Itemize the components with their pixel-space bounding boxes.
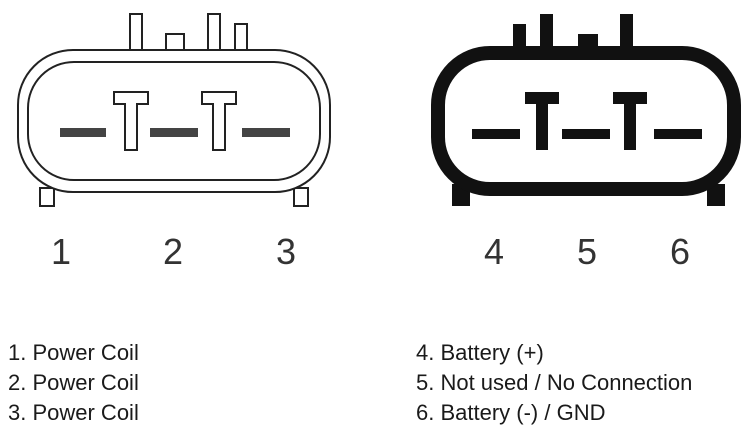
- legend-item-2: 2. Power Coil: [8, 370, 139, 395]
- right-terminal-t-1: [525, 92, 559, 150]
- left-top-tab-3: [207, 13, 221, 51]
- left-housing-inner: [27, 61, 321, 181]
- left-bar-3: [242, 128, 290, 137]
- legend-item-4: 4. Battery (+): [416, 340, 544, 365]
- legend-item-6: 6. Battery (-) / GND: [416, 400, 606, 425]
- right-connector: [431, 14, 741, 206]
- left-terminal-t-1: [113, 91, 149, 151]
- left-connector: [17, 13, 331, 207]
- legend-item-5: 5. Not used / No Connection: [416, 370, 693, 395]
- left-foot-right: [293, 187, 309, 207]
- legend-item-3: 3. Power Coil: [8, 400, 139, 425]
- right-terminal-t-2: [613, 92, 647, 150]
- right-housing: [431, 46, 741, 196]
- pin-number-4: 4: [483, 231, 505, 272]
- right-top-tab-4: [620, 14, 633, 52]
- legend-left: 1. Power Coil 2. Power Coil 3. Power Coi…: [8, 338, 139, 428]
- pin-number-1: 1: [50, 231, 72, 272]
- left-bar-2: [150, 128, 198, 137]
- pin-number-2: 2: [162, 231, 184, 272]
- pin-number-6: 6: [669, 231, 691, 272]
- right-foot-right: [707, 184, 725, 206]
- connector-diagram: [17, 13, 741, 207]
- legend-right: 4. Battery (+) 5. Not used / No Connecti…: [416, 338, 692, 428]
- right-top-tab-1: [513, 24, 526, 52]
- right-bar-1: [472, 129, 520, 139]
- left-bar-1: [60, 128, 106, 137]
- left-housing-outer: [17, 49, 331, 193]
- pin-number-3: 3: [275, 231, 297, 272]
- left-foot-left: [39, 187, 55, 207]
- right-top-tab-2: [540, 14, 553, 52]
- left-top-tab-1: [129, 13, 143, 51]
- legend-item-1: 1. Power Coil: [8, 340, 139, 365]
- left-terminal-t-2: [201, 91, 237, 151]
- right-bar-3: [654, 129, 702, 139]
- left-top-tab-4: [234, 23, 248, 51]
- pin-number-5: 5: [576, 231, 598, 272]
- right-bar-2: [562, 129, 610, 139]
- left-top-tab-2: [165, 33, 185, 51]
